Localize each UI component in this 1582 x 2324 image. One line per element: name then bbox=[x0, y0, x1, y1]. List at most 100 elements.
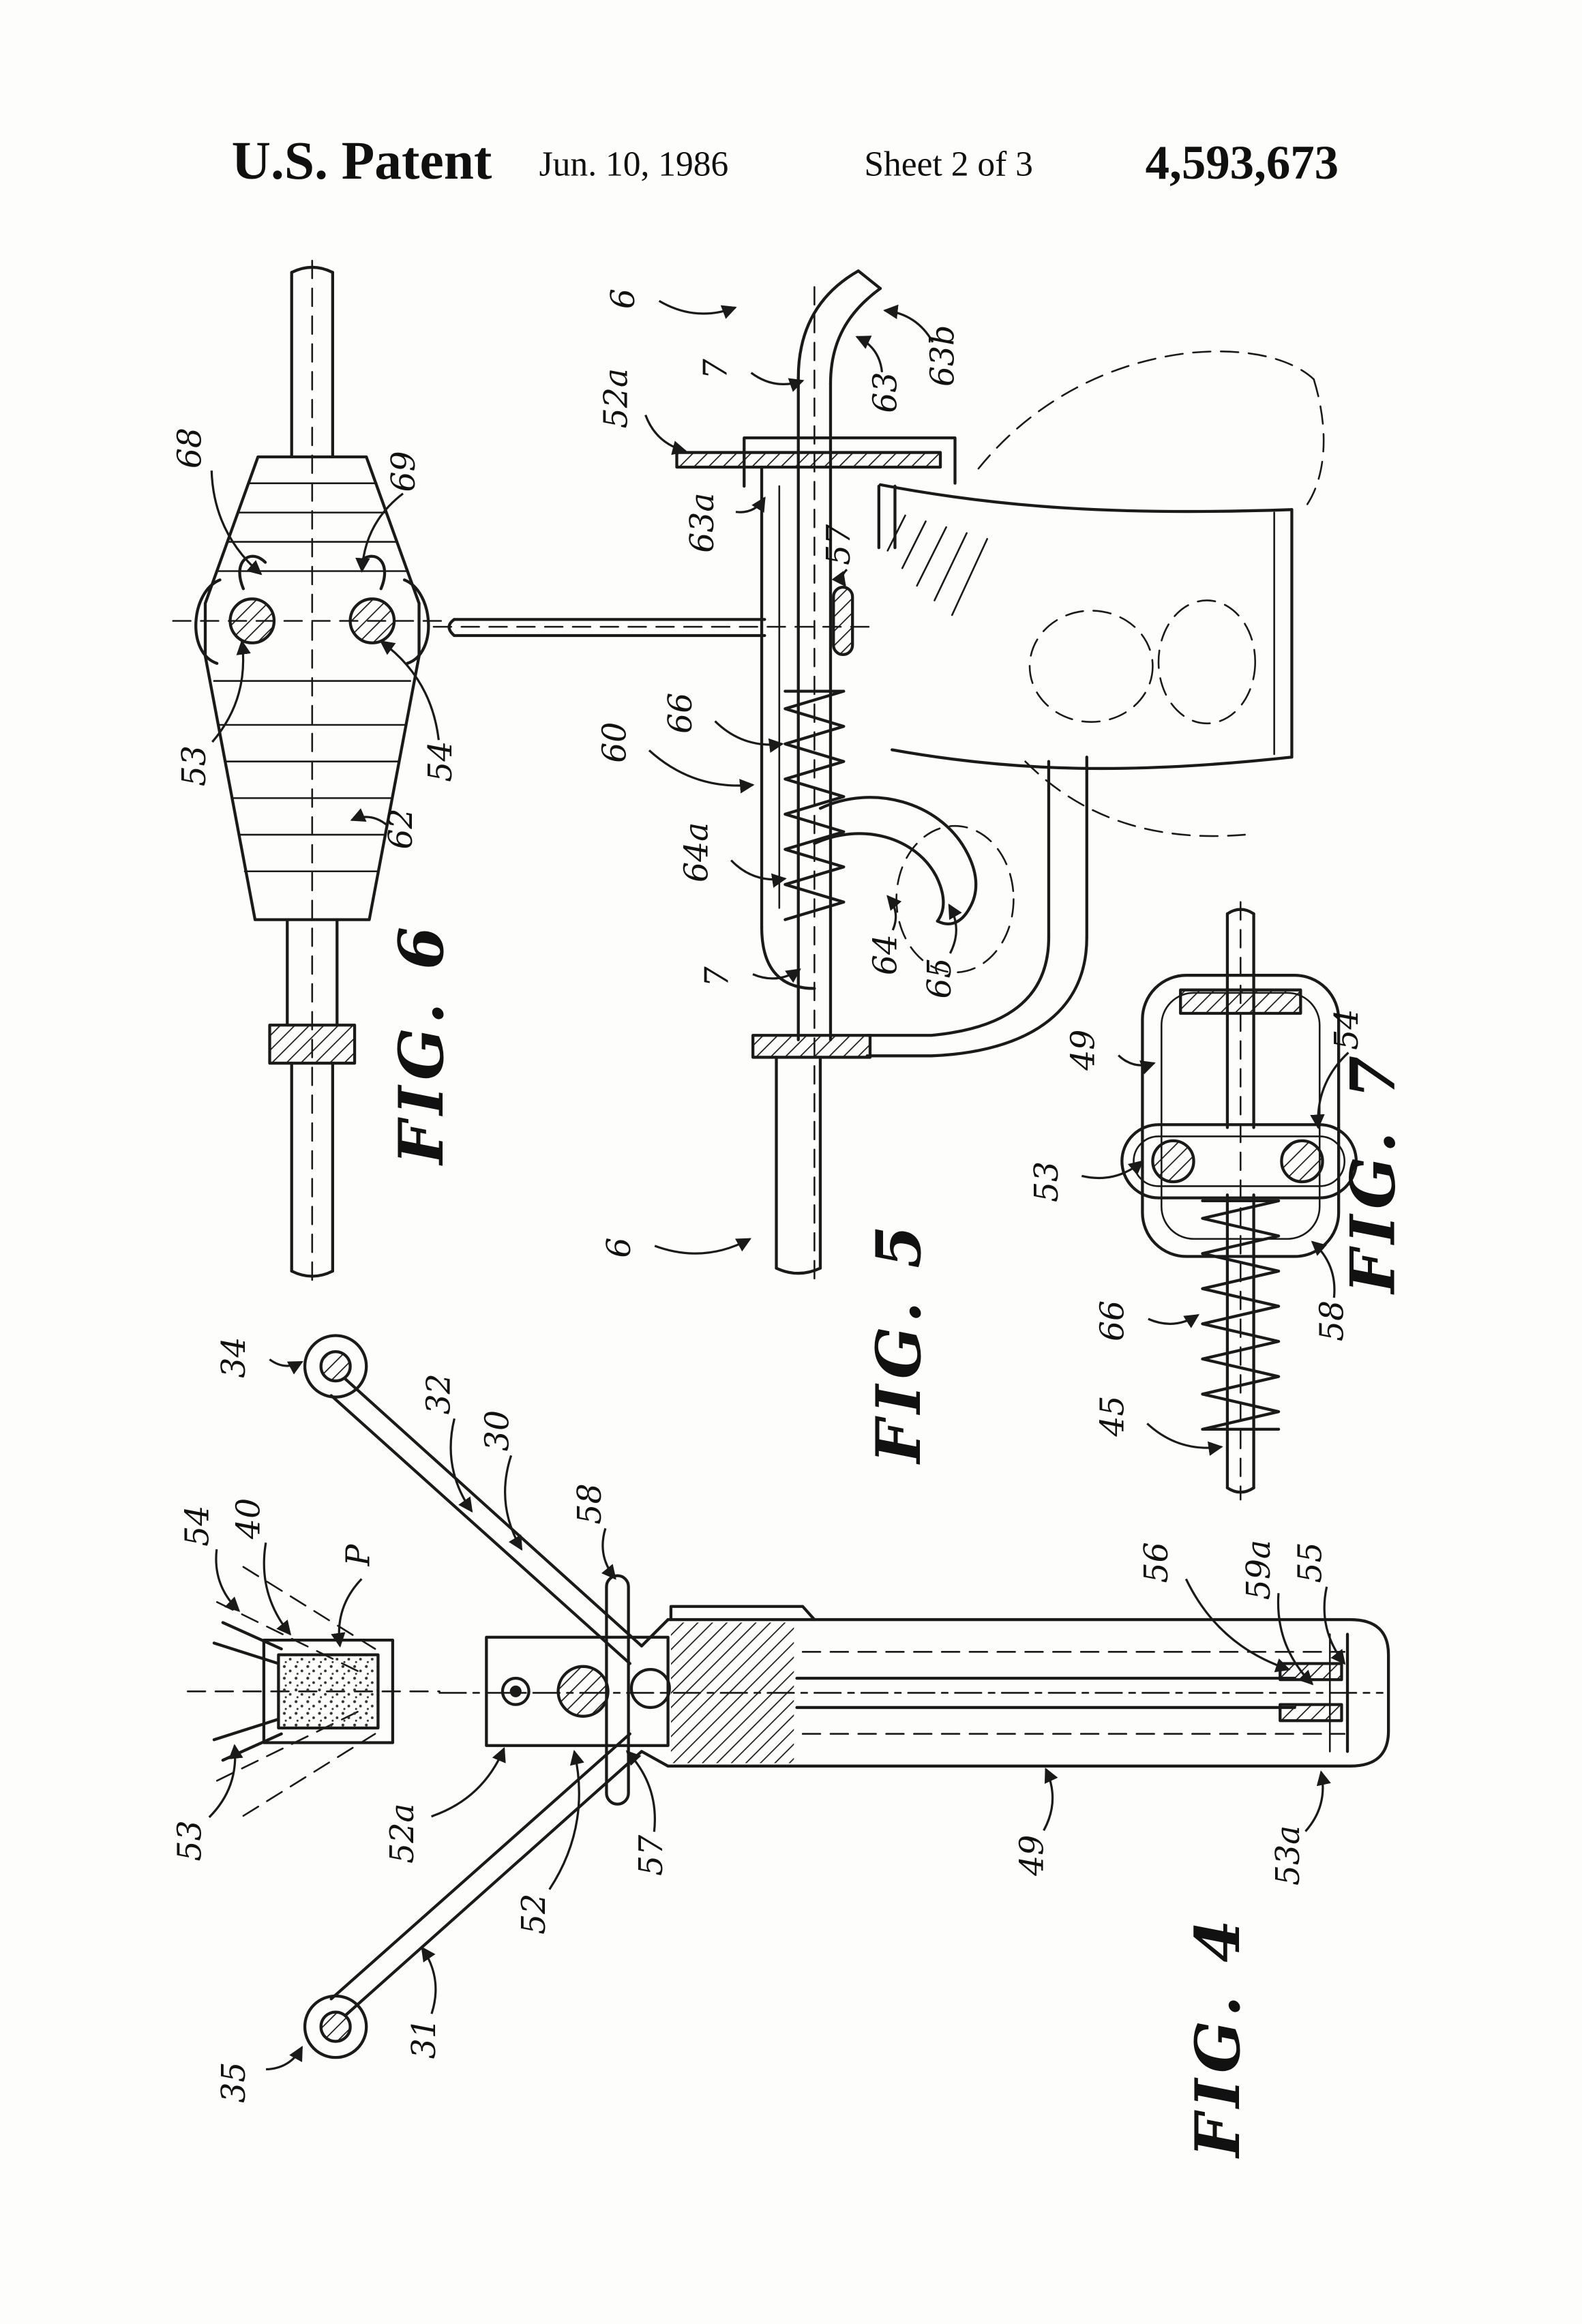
fig5-frame-lug bbox=[878, 351, 1325, 837]
patent-number: 4,593,673 bbox=[1146, 136, 1339, 190]
ref-label-53a: 53a bbox=[1270, 1826, 1307, 1886]
ref-label-63b: 63b bbox=[924, 325, 961, 387]
fig5-lower-tube bbox=[751, 756, 1088, 1275]
leader-line-66 bbox=[1148, 1314, 1199, 1328]
fig6-pivot-bolts bbox=[194, 554, 430, 665]
leader-line-54 bbox=[215, 1549, 241, 1612]
fig7-housing bbox=[1141, 974, 1341, 1258]
ref-label-58: 58 bbox=[1314, 1300, 1352, 1341]
ref-label-6: 6 bbox=[605, 288, 642, 309]
leader-line-65 bbox=[948, 904, 962, 954]
ref-label-6: 6 bbox=[601, 1238, 638, 1258]
leader-line-52a bbox=[431, 1746, 506, 1818]
ref-label-52: 52 bbox=[516, 1894, 553, 1935]
leader-line-P bbox=[331, 1578, 363, 1648]
fig6-centerlines bbox=[172, 259, 453, 1281]
fig6-rod bbox=[268, 265, 357, 1278]
figure-7-drawing bbox=[1120, 901, 1358, 1501]
leader-line-49 bbox=[1043, 1767, 1058, 1832]
leader-line-64 bbox=[886, 895, 902, 931]
leader-line-68 bbox=[210, 471, 263, 576]
ref-label-68: 68 bbox=[172, 428, 209, 468]
figure-4-drawing bbox=[186, 1334, 1390, 2059]
leader-line-63 bbox=[855, 336, 884, 372]
leader-line-53 bbox=[208, 1744, 243, 1819]
fig5-spring bbox=[783, 689, 846, 921]
leader-line-53a bbox=[1304, 1770, 1331, 1832]
sheet-header: U.S. Patent Jun. 10, 1986 Sheet 2 of 3 4… bbox=[232, 131, 1339, 191]
patent-title: U.S. Patent bbox=[232, 131, 492, 191]
leader-line-35 bbox=[266, 2046, 303, 2071]
leader-line-6 bbox=[658, 299, 737, 319]
ref-label-64a: 64a bbox=[678, 822, 716, 882]
fig5-latch-pin bbox=[832, 585, 854, 657]
leader-line-66 bbox=[714, 720, 784, 753]
ref-label-34: 34 bbox=[215, 1337, 253, 1378]
patent-date: Jun. 10, 1986 bbox=[539, 145, 729, 184]
fig4-pivot-bracket bbox=[485, 1574, 671, 1806]
fig4-barrel bbox=[666, 1605, 1390, 1768]
fig5-top-plate bbox=[675, 451, 942, 469]
leader-line-32 bbox=[449, 1418, 473, 1513]
leader-line-69 bbox=[355, 492, 404, 573]
ref-label-31: 31 bbox=[406, 2018, 443, 2059]
fig7-spring bbox=[1201, 1199, 1281, 1431]
ref-label-53: 53 bbox=[176, 745, 213, 786]
ref-label-66: 66 bbox=[1094, 1300, 1131, 1341]
leader-line-57 bbox=[625, 1750, 656, 1832]
fig4-pad bbox=[262, 1638, 395, 1744]
ref-label-60: 60 bbox=[596, 722, 633, 763]
ref-label-65: 65 bbox=[921, 957, 959, 998]
figure-6-drawing bbox=[172, 259, 453, 1281]
leader-line-56 bbox=[1184, 1578, 1291, 1673]
leader-line-31 bbox=[421, 1946, 437, 2014]
fig7-bolt-slot bbox=[1120, 1123, 1358, 1200]
leader-line-6 bbox=[654, 1238, 751, 1255]
figure-5-drawing bbox=[432, 269, 1325, 1287]
fig5-cross-rod bbox=[447, 618, 766, 638]
ref-label-45: 45 bbox=[1094, 1396, 1131, 1437]
ref-label-55: 55 bbox=[1292, 1542, 1329, 1583]
leader-line-53 bbox=[211, 640, 251, 743]
leader-line-54 bbox=[379, 640, 440, 741]
ref-label-57: 57 bbox=[633, 1835, 670, 1876]
fig5-tube bbox=[796, 269, 882, 1041]
leader-line-59a bbox=[1277, 1593, 1314, 1686]
leader-line-30 bbox=[504, 1455, 523, 1551]
leader-line-54 bbox=[1310, 1052, 1349, 1129]
leader-line-52a bbox=[644, 414, 687, 456]
ref-label-59a: 59a bbox=[1240, 1540, 1278, 1600]
ref-label-53: 53 bbox=[1028, 1161, 1066, 1202]
leader-line-55 bbox=[1323, 1586, 1346, 1665]
leader-line-40 bbox=[263, 1542, 292, 1636]
sheet-number: Sheet 2 of 3 bbox=[864, 145, 1033, 184]
ref-label-52a: 52a bbox=[597, 368, 635, 428]
leader-line-58 bbox=[1311, 1240, 1336, 1298]
ref-label-32: 32 bbox=[421, 1373, 458, 1414]
ref-label-54: 54 bbox=[179, 1506, 216, 1547]
leader-line-7 bbox=[750, 372, 805, 392]
fig5-clamp-bracket bbox=[743, 436, 957, 990]
leader-line-63a bbox=[735, 496, 766, 513]
ref-label-49: 49 bbox=[1013, 1835, 1051, 1877]
leader-line-62 bbox=[350, 808, 388, 826]
fig4-legs bbox=[303, 1334, 644, 2059]
leader-line-52 bbox=[548, 1750, 584, 1890]
fig5-hook-arm bbox=[813, 796, 1015, 974]
figure-label-fig7: FIG. 7 bbox=[1337, 1049, 1409, 1295]
ref-label-54: 54 bbox=[1328, 1009, 1366, 1050]
ref-label-57: 57 bbox=[820, 524, 858, 565]
figure-label-fig5: FIG. 5 bbox=[863, 1219, 935, 1465]
ref-label-63: 63 bbox=[867, 372, 905, 413]
ref-label-58: 58 bbox=[571, 1483, 609, 1524]
ref-label-62: 62 bbox=[383, 808, 420, 849]
leader-line-34 bbox=[269, 1358, 303, 1375]
figure-label-fig6: FIG. 6 bbox=[385, 921, 458, 1166]
ref-label-63a: 63a bbox=[684, 493, 721, 553]
